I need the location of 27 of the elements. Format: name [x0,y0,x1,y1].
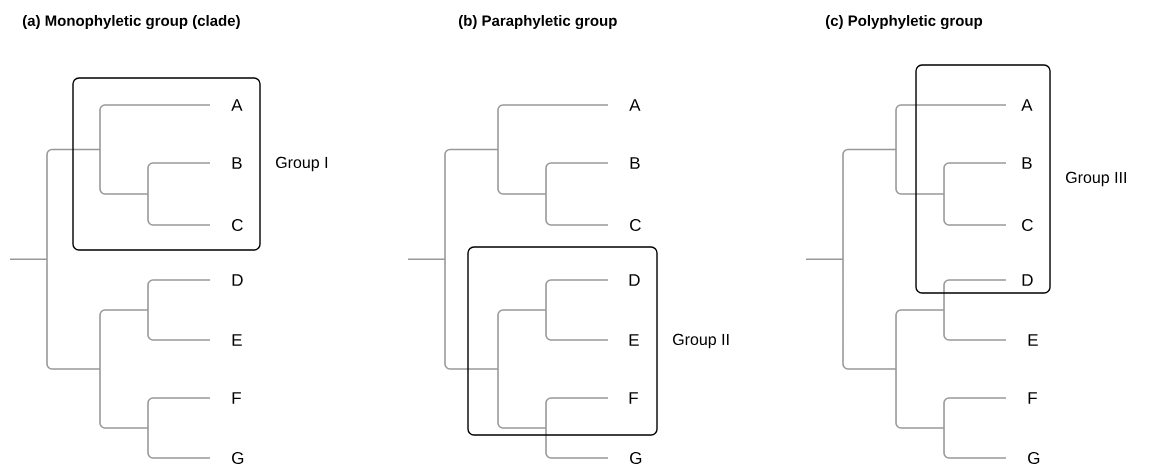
taxon-label: G [630,452,642,465]
taxon-label: D [629,274,640,286]
node-label: Group III [1066,171,1126,187]
taxon-label: A [629,99,641,111]
taxon-label: C [630,219,641,232]
taxon-label: E [1028,334,1038,346]
taxon-label: C [1022,219,1033,232]
taxon-label: F [232,392,241,404]
taxon-label: F [1028,392,1037,404]
taxon-label: G [1028,452,1040,465]
panel-title: (a) Monophyletic group (clade) [22,14,240,30]
taxon-label: D [1022,274,1033,286]
taxon-label: D [232,274,243,286]
taxon-label: F [629,392,638,404]
taxon-label: B [232,157,242,169]
taxon-label: E [629,334,639,346]
taxon-label: C [232,219,243,232]
node-label: Group II [673,333,729,349]
taxon-label: A [231,99,243,111]
panel-title: (c) Polyphyletic group [825,14,983,30]
taxon-label: B [1022,157,1032,169]
taxon-label: E [232,334,242,346]
panel-title: (b) Paraphyletic group [458,14,617,30]
taxon-label: A [1021,99,1033,111]
taxon-label: G [232,452,244,465]
node-label: Group I [276,156,328,172]
taxon-label: B [630,157,640,169]
